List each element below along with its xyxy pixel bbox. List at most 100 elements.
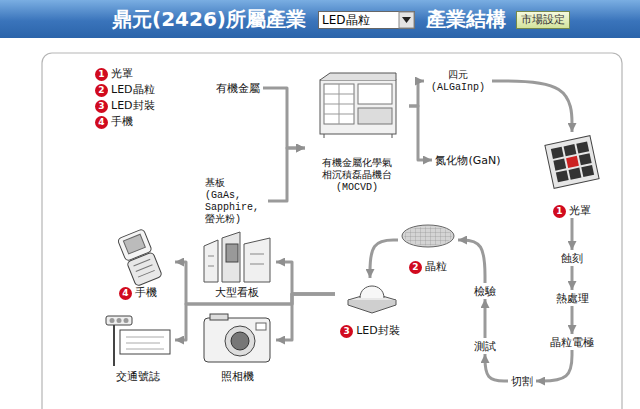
application-node: 4手機: [101, 232, 175, 300]
process-step: 蝕刻: [558, 250, 586, 266]
camera-lens: [225, 326, 255, 356]
node-content: 有機金屬: [216, 82, 260, 96]
machine-legs: [324, 134, 392, 138]
signal-lamp: [117, 318, 122, 323]
camera-flash: [256, 323, 266, 330]
callout-number: 1: [95, 68, 108, 81]
machine-cabinet: [358, 108, 392, 124]
chip-cell: [576, 141, 589, 153]
product-node: 2晶粒: [398, 222, 458, 274]
chip-cell: [579, 153, 592, 165]
node-text: 有機金屬化學氣 相沉積磊晶機台 (MOCVD): [317, 158, 397, 194]
node-content: 有機金屬化學氣 相沉積磊晶機台 (MOCVD): [317, 158, 397, 194]
select-arrow: [402, 17, 411, 23]
flow-arrow: [409, 106, 432, 160]
node-content: 晶粒電極: [550, 336, 594, 350]
sign-board: [226, 244, 238, 262]
flow-arrow: [409, 81, 424, 106]
flow-arrow: [536, 350, 572, 381]
node-text: 熱處理: [556, 292, 589, 306]
building-windows: [208, 254, 264, 266]
signal-lamp: [124, 318, 129, 323]
node-text: 晶粒: [425, 260, 447, 274]
market-button: 市場設定: [516, 11, 570, 29]
key-text: 光罩: [111, 67, 133, 81]
flow-arrow: [175, 262, 335, 304]
traffic-light: [106, 316, 170, 366]
chip-cell: [564, 144, 577, 156]
callout-number: 1: [553, 205, 566, 218]
led-package: [348, 286, 396, 313]
chip-cell: [551, 147, 564, 159]
callout-number: 2: [409, 261, 422, 274]
node-text: 晶粒電極: [550, 336, 594, 350]
node-text: 手機: [135, 286, 157, 300]
node-content: 4手機: [119, 286, 157, 300]
key-text: LED封裝: [111, 99, 155, 113]
process-step: 晶粒電極: [547, 334, 597, 350]
mobile-phone: [117, 229, 162, 287]
flow-arrow: [263, 88, 305, 148]
banner-heading: 產業結構: [426, 7, 506, 31]
material-text: 四元 (ALGaInp): [424, 68, 492, 94]
node-content: 基板 (GaAs, Sapphire, 螢光粉): [205, 178, 265, 226]
node-text: 光罩: [569, 204, 591, 218]
node-content: 大型看板: [215, 286, 259, 300]
material-text: 基板 (GaAs, Sapphire, 螢光粉): [202, 176, 268, 226]
process-step: 熱處理: [553, 290, 592, 306]
node-content: 3LED封裝: [340, 324, 400, 338]
select-button: [399, 12, 414, 28]
chip-cell: [556, 170, 569, 182]
flow-arrow: [268, 148, 305, 201]
node-content: 四元 (ALGaInp): [427, 70, 489, 94]
flow-arrow: [458, 240, 485, 283]
node-content: 切割: [511, 375, 533, 389]
chip-cell: [553, 159, 566, 171]
machine-chamber: [324, 84, 354, 124]
node-content: 交通號誌: [116, 370, 160, 384]
signal-lamp: [110, 318, 115, 323]
key-text: LED晶粒: [111, 83, 155, 97]
flow-arrow: [571, 266, 574, 290]
node-content: 測試: [474, 340, 496, 354]
callout-number: 4: [95, 116, 108, 129]
node-text: 氮化物(GaN): [435, 154, 500, 168]
chamber-lines: [324, 84, 354, 124]
node-text: 檢驗: [474, 285, 496, 299]
lens-glass: [231, 332, 249, 350]
application-node: 大型看板: [198, 232, 276, 300]
node-content: 照相機: [221, 370, 254, 384]
select-value: LED晶粒: [322, 13, 370, 27]
key-text: 手機: [111, 115, 133, 129]
flow-arrow: [276, 294, 335, 340]
signal-head: [106, 316, 132, 325]
chip-cell: [569, 168, 582, 180]
application-node: 交通號誌: [101, 310, 175, 384]
page-title: 鼎元(2426)所屬產業: [112, 7, 306, 31]
node-text: 基板 (GaAs, Sapphire, 螢光粉): [205, 178, 265, 226]
material-text: 有機金屬: [213, 80, 263, 96]
callout-number: 2: [95, 84, 108, 97]
node-text: 照相機: [221, 370, 254, 384]
chip-frame: [545, 136, 599, 189]
node-content: 檢驗: [474, 285, 496, 299]
wafer-disc: [402, 225, 454, 247]
camera-body: [204, 318, 270, 362]
product-node: 1光罩: [536, 132, 608, 218]
diagram-panel: [42, 53, 622, 409]
node-text: 大型看板: [215, 286, 259, 300]
process-step: 檢驗: [471, 283, 499, 299]
application-node: 照相機: [198, 310, 276, 384]
node-text: 測試: [474, 340, 496, 354]
flow-arrow: [175, 294, 335, 340]
node-content: 熱處理: [556, 292, 589, 306]
machine-panel: [358, 84, 392, 104]
flow-arrow: [571, 306, 574, 334]
phone-screen: [123, 234, 145, 254]
process-step: 切割: [508, 373, 536, 389]
phone-keys: [134, 259, 155, 277]
chip-cell: [566, 156, 579, 168]
flow-arrow: [484, 299, 487, 338]
